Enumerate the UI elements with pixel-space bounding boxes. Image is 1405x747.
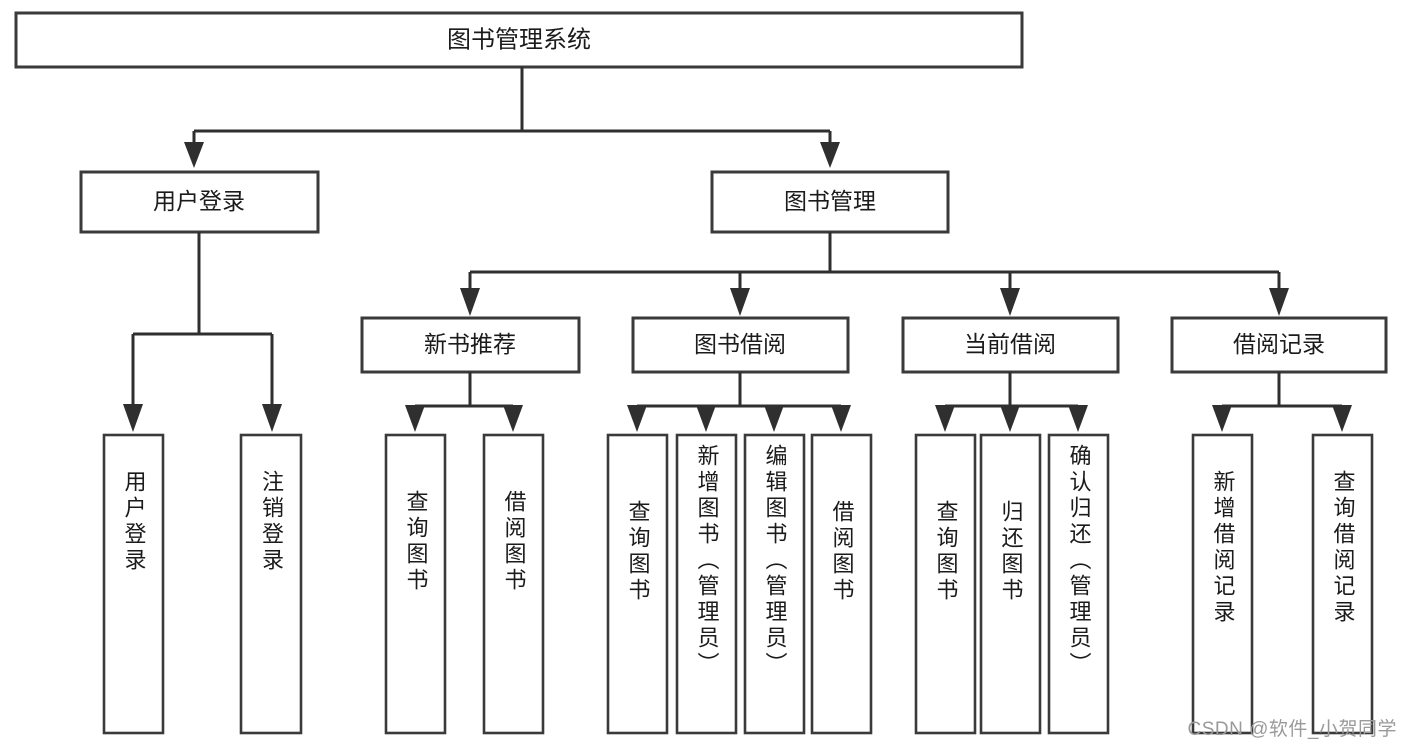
arrowhead-current-borrow-leaf-2: [1068, 405, 1088, 432]
leaf-box-current-borrow-0[interactable]: [914, 433, 977, 735]
arrowhead-root-to-book-manage: [820, 142, 840, 168]
arrowhead-user-login-leaf-0: [123, 404, 143, 432]
arrowhead-root-to-user-login: [184, 142, 204, 168]
arrowhead-book-borrow-leaf-1: [696, 405, 716, 432]
node-user-login[interactable]: 用户登录: [79, 170, 320, 234]
node-book-manage[interactable]: 图书管理: [710, 170, 950, 234]
arrowhead-book-borrow-leaf-2: [764, 405, 784, 432]
arrowhead-borrow-record-leaf-1: [1332, 405, 1352, 432]
leaf-box-current-borrow-1[interactable]: [979, 433, 1042, 735]
leaf-box-book-borrow-2[interactable]: [743, 433, 806, 735]
arrowhead-user-login-leaf-1: [262, 404, 282, 432]
leaf-box-user-login-1[interactable]: [239, 433, 303, 735]
arrowhead-current-borrow-leaf-0: [935, 405, 955, 432]
node-current-borrow-box[interactable]: [901, 316, 1120, 374]
arrowhead-book-borrow-leaf-3: [831, 405, 851, 432]
arrowhead-book-manage-child-2: [1000, 288, 1020, 316]
node-new-book-recommend[interactable]: 新书推荐: [360, 316, 581, 374]
arrowhead-book-manage-child-3: [1269, 288, 1289, 316]
leaf-box-borrow-record-0[interactable]: [1191, 433, 1254, 735]
node-root-label: 图书管理系统: [447, 26, 591, 53]
node-current-borrow-label: 当前借阅: [964, 331, 1056, 357]
leaf-box-borrow-record-1[interactable]: [1311, 433, 1374, 735]
arrowhead-new-book-recommend-leaf-1: [503, 405, 523, 432]
leaf-box-new-book-recommend-1[interactable]: [482, 433, 545, 735]
csdn-watermark: CSDN @软件_小贺同学: [1187, 719, 1397, 740]
arrowhead-book-manage-child-1: [730, 288, 750, 316]
node-new-book-recommend-label: 新书推荐: [424, 331, 516, 357]
arrowhead-new-book-recommend-leaf-0: [405, 405, 425, 432]
node-book-manage-label: 图书管理: [784, 188, 876, 214]
node-book-borrow-box[interactable]: [631, 316, 850, 374]
arrowhead-book-borrow-leaf-0: [627, 405, 647, 432]
node-current-borrow[interactable]: 当前借阅: [901, 316, 1120, 374]
node-book-borrow-label: 图书借阅: [694, 331, 786, 357]
node-borrow-record[interactable]: 借阅记录: [1170, 316, 1388, 374]
arrowhead-borrow-record-leaf-0: [1212, 405, 1232, 432]
leaf-box-book-borrow-1[interactable]: [675, 433, 738, 735]
node-root[interactable]: 图书管理系统: [14, 11, 1024, 69]
leaf-box-user-login-0[interactable]: [102, 433, 165, 735]
node-book-manage-box[interactable]: [710, 170, 950, 234]
node-borrow-record-label: 借阅记录: [1233, 331, 1325, 357]
node-borrow-record-box[interactable]: [1170, 316, 1388, 374]
arrowhead-book-manage-child-0: [460, 288, 480, 316]
node-book-borrow[interactable]: 图书借阅: [631, 316, 850, 374]
node-new-book-recommend-box[interactable]: [360, 316, 581, 374]
leaf-box-book-borrow-0[interactable]: [606, 433, 669, 735]
node-root-box[interactable]: [14, 11, 1024, 69]
leaf-box-new-book-recommend-0[interactable]: [384, 433, 447, 735]
node-user-login-label: 用户登录: [153, 188, 245, 214]
arrowhead-current-borrow-leaf-1: [1000, 405, 1020, 432]
leaf-box-book-borrow-3[interactable]: [810, 433, 873, 735]
leaf-box-current-borrow-2[interactable]: [1047, 433, 1110, 735]
